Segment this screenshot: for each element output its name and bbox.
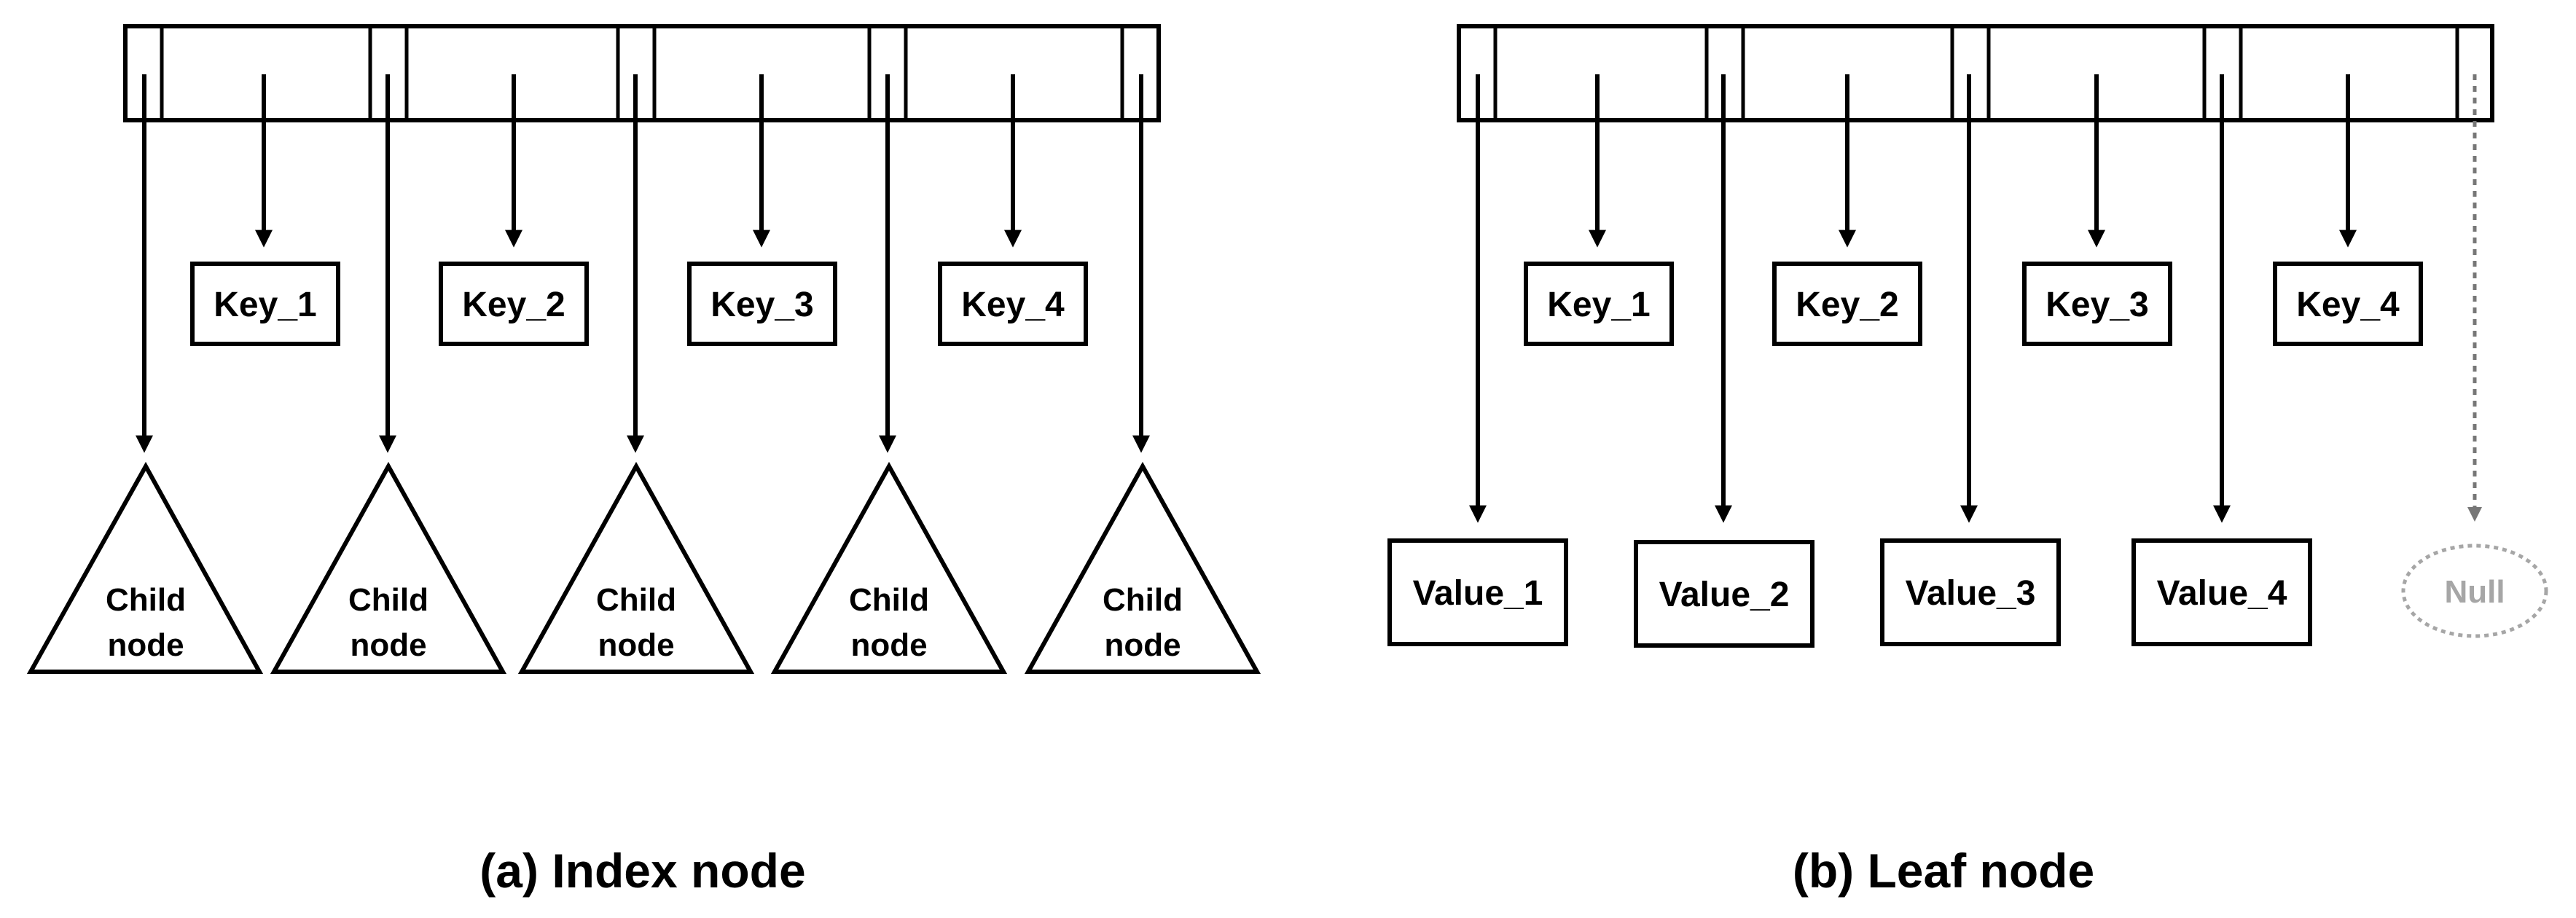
leaf-value-label: Value_4: [2157, 574, 2287, 613]
child-node-label-line1: Child: [106, 582, 186, 618]
leaf-node-caption: (b) Leaf node: [1793, 844, 2094, 898]
index-key-box: Key_1: [190, 262, 340, 346]
leaf-value-label: Value_1: [1413, 574, 1543, 613]
leaf-key-label: Key_1: [1547, 286, 1650, 324]
child-node-label-line1: Child: [1103, 582, 1183, 618]
leaf-record-outline: [1457, 24, 2494, 122]
index-key-box: Key_2: [439, 262, 589, 346]
child-node-label-line2: node: [850, 627, 927, 663]
leaf-value-box: Value_1: [1387, 538, 1568, 646]
child-node-label-line2: node: [1104, 627, 1181, 663]
index-caption-letter: a: [496, 844, 523, 898]
leaf-node-record: [1457, 24, 2494, 122]
leaf-value-label: Value_2: [1659, 576, 1790, 614]
child-node-label-line2: node: [350, 627, 426, 663]
index-node-caption: (a) Index node: [479, 844, 805, 898]
leaf-key-label: Key_3: [2045, 286, 2148, 324]
index-record-outline: [123, 24, 1161, 122]
child-node-label-line1: Child: [348, 582, 428, 618]
index-key-label: Key_2: [462, 286, 565, 324]
null-label: Null: [2444, 574, 2505, 610]
leaf-key-box: Key_1: [1524, 262, 1674, 346]
child-node-label-line2: node: [107, 627, 184, 663]
leaf-key-label: Key_2: [1796, 286, 1898, 324]
index-node-panel: Key_1 Key_2 Key_3 Key_4 Child node Child: [26, 24, 1261, 898]
child-node-label-line2: node: [598, 627, 674, 663]
index-caption-text: Index node: [552, 844, 805, 898]
leaf-value-box: Value_4: [2131, 538, 2312, 646]
leaf-value-box: Value_2: [1634, 540, 1814, 648]
index-key-label: Key_3: [710, 286, 813, 324]
child-node-label-line1: Child: [849, 582, 929, 618]
leaf-node-panel: Key_1 Key_2 Key_3 Key_4 Value_1 Value_2: [1387, 24, 2548, 898]
leaf-caption-text: Leaf node: [1867, 844, 2094, 898]
index-key-label: Key_1: [214, 286, 316, 324]
child-node-triangle: Child node: [517, 461, 755, 674]
leaf-caption-letter: b: [1809, 844, 1838, 898]
index-key-box: Key_4: [938, 262, 1088, 346]
leaf-key-box: Key_3: [2022, 262, 2172, 346]
child-node-triangle: Child node: [26, 461, 264, 674]
leaf-key-box: Key_4: [2273, 262, 2423, 346]
child-node-triangle: Child node: [770, 461, 1008, 674]
index-key-label: Key_4: [961, 286, 1065, 324]
leaf-value-label: Value_3: [1906, 574, 2036, 613]
leaf-key-box: Key_2: [1772, 262, 1922, 346]
leaf-key-label: Key_4: [2296, 286, 2400, 324]
child-node-triangle: Child node: [270, 461, 507, 674]
null-ellipse: Null: [2401, 544, 2548, 638]
leaf-value-box: Value_3: [1880, 538, 2061, 646]
index-node-record: [123, 24, 1161, 122]
index-key-box: Key_3: [687, 262, 837, 346]
child-node-label-line1: Child: [596, 582, 676, 618]
child-node-triangle: Child node: [1024, 461, 1261, 674]
